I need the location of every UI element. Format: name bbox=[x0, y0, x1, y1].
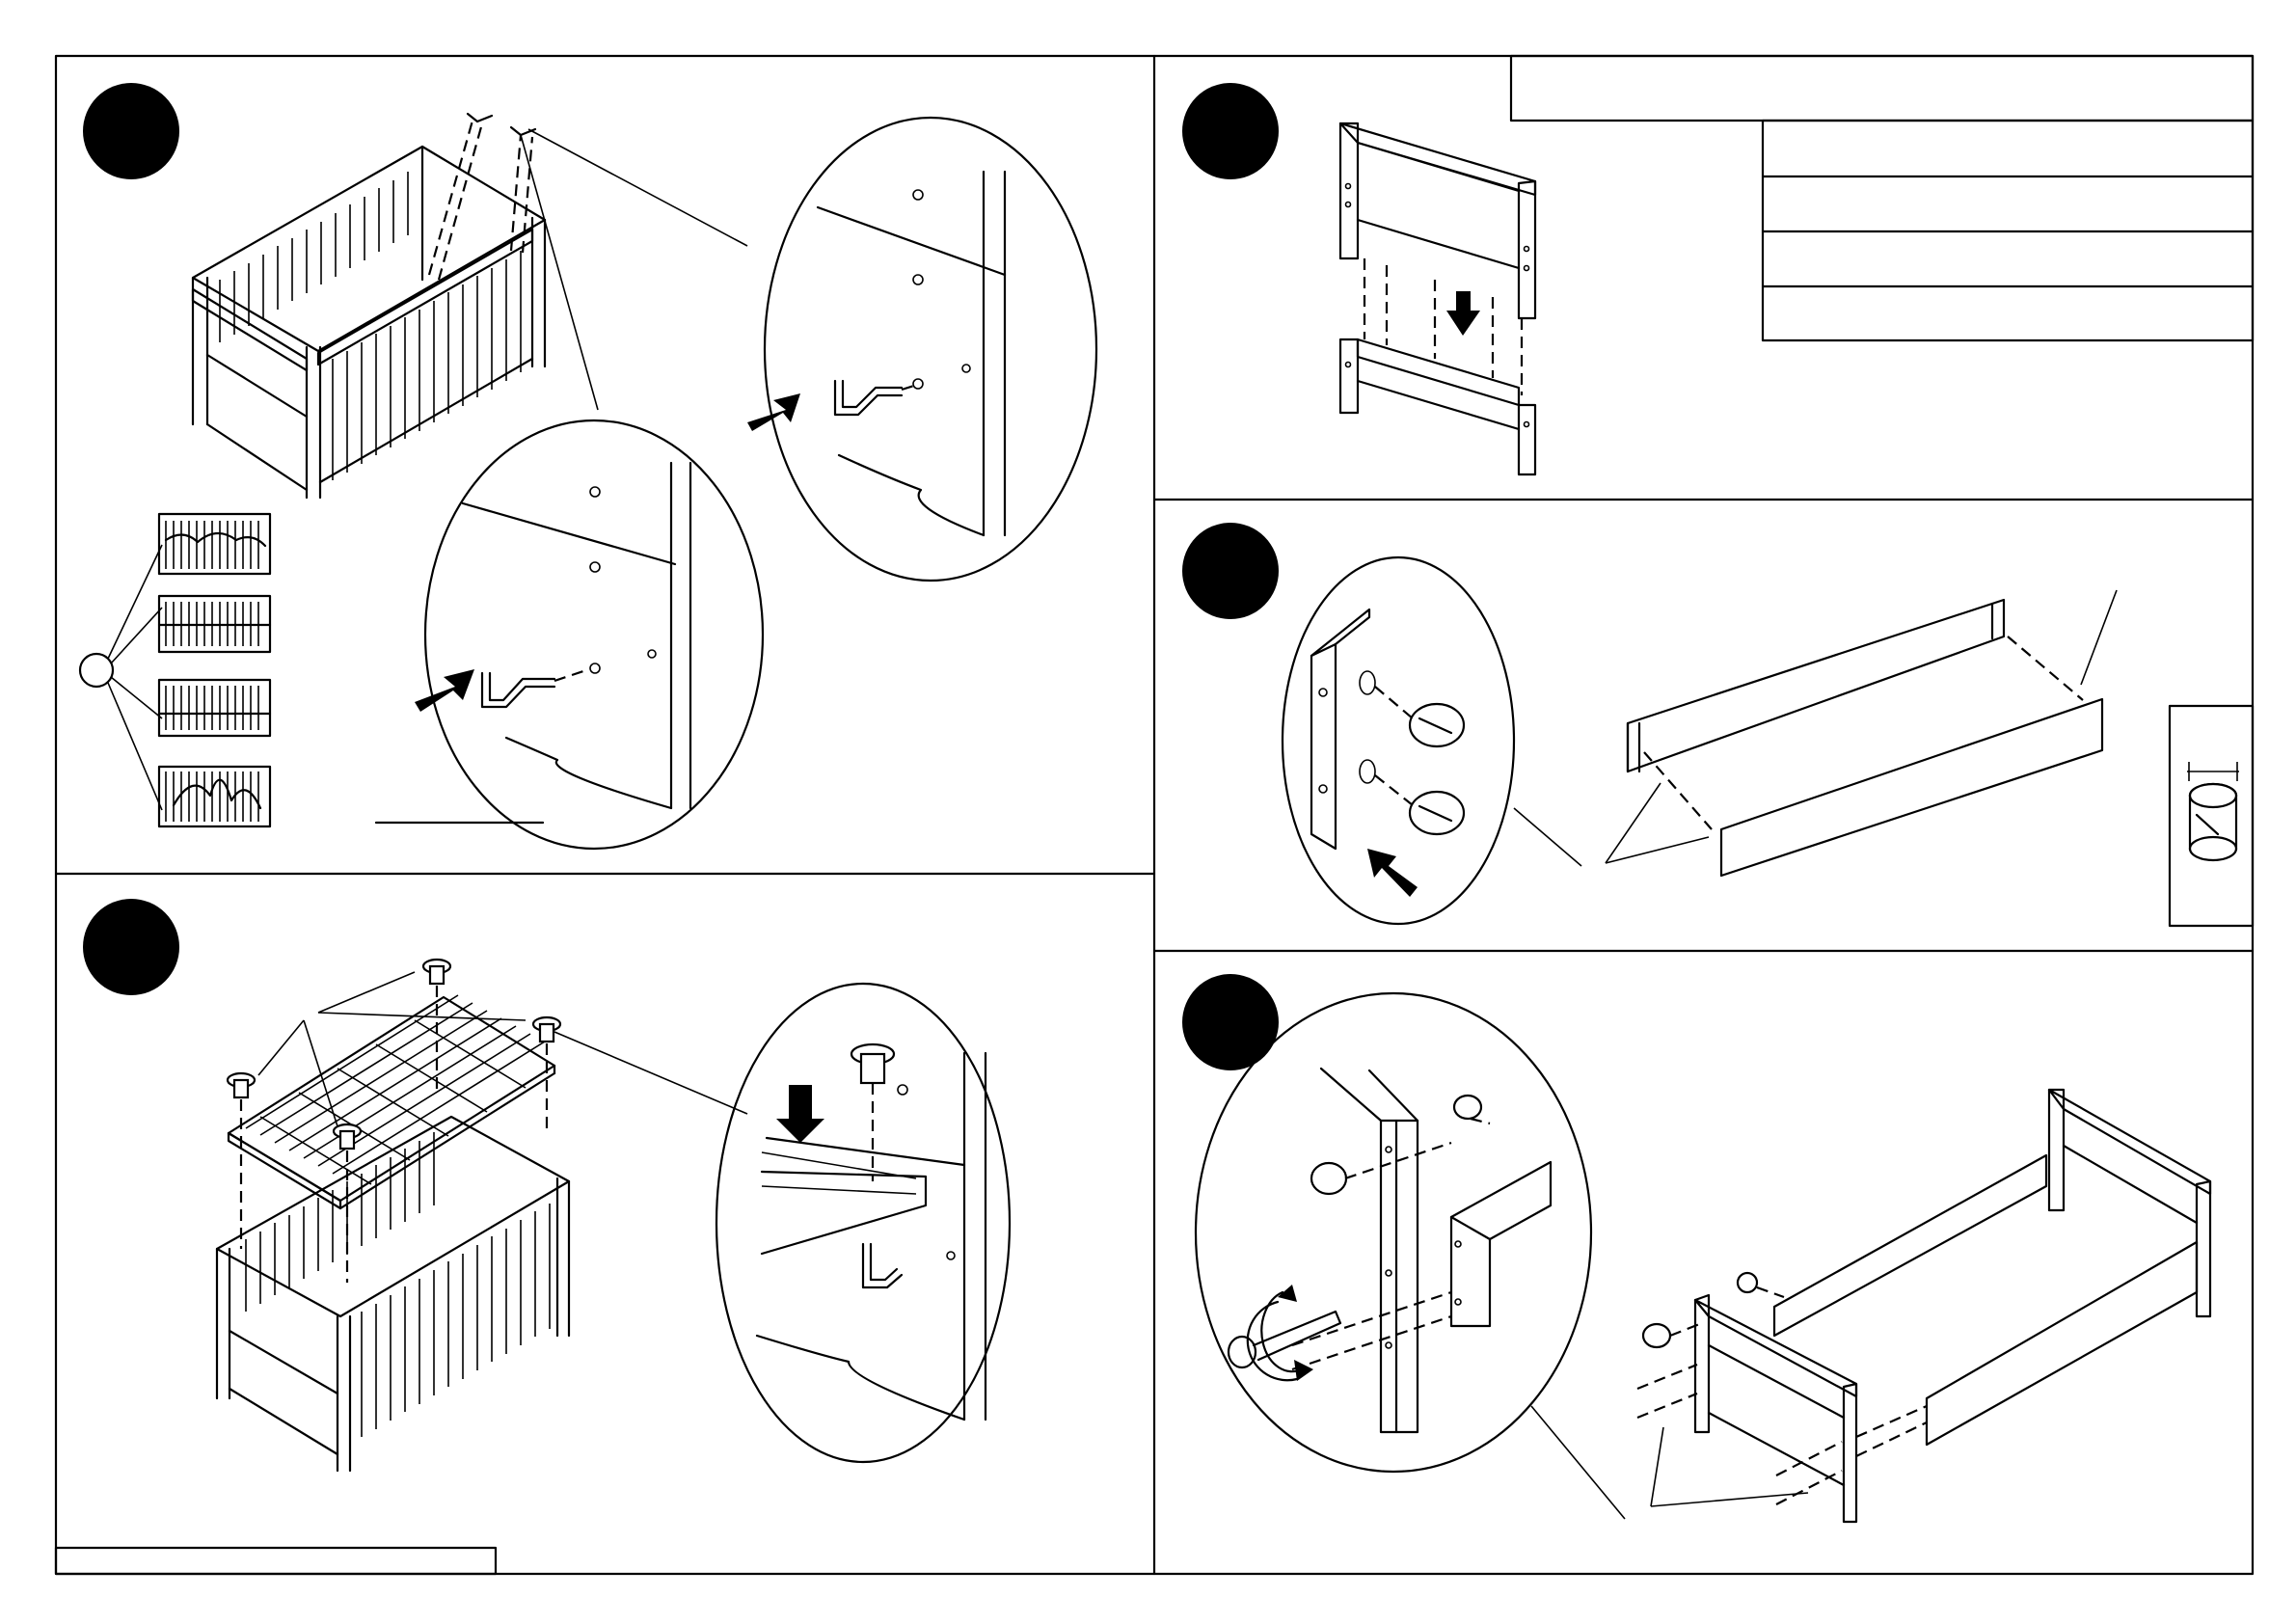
crib-front-slats bbox=[320, 251, 532, 482]
step-2-crib-illustration bbox=[217, 960, 747, 1471]
magnifier-circle-icon bbox=[1283, 557, 1514, 924]
magnifier-circle-icon bbox=[1196, 993, 1591, 1472]
step-number-circle-icon bbox=[1182, 83, 1279, 179]
step-5-bed-illustration bbox=[1637, 1090, 2210, 1522]
step-number-circle-icon bbox=[83, 83, 179, 179]
direction-arrow-icon bbox=[1367, 849, 1418, 897]
step-number-circle-icon bbox=[83, 899, 179, 995]
panel-grid bbox=[56, 56, 2253, 1574]
footer-box bbox=[56, 1548, 496, 1574]
height-options-node-icon bbox=[80, 545, 162, 810]
cam-lock-fitting-icon bbox=[228, 960, 560, 1149]
height-option-position-1 bbox=[159, 514, 270, 574]
direction-arrow-icon bbox=[776, 1085, 824, 1143]
step-3-headboard-illustration bbox=[1340, 123, 1535, 474]
height-option-position-4 bbox=[159, 767, 270, 826]
magnifier-circle-icon bbox=[376, 420, 763, 849]
header-box bbox=[1511, 56, 2253, 121]
rotate-arrow-icon bbox=[1248, 1302, 1297, 1380]
direction-arrow-icon bbox=[1446, 291, 1480, 336]
cam-lock-fitting-icon bbox=[1410, 704, 1464, 834]
magnifier-circle-icon bbox=[716, 984, 1010, 1462]
parts-table bbox=[1763, 121, 2253, 340]
cam-lock-fitting-icon bbox=[2170, 706, 2253, 926]
height-option-position-2 bbox=[159, 596, 270, 652]
step-number-circle-icon bbox=[1182, 523, 1279, 619]
direction-arrow-icon bbox=[415, 669, 474, 712]
magnifier-circle-icon bbox=[765, 118, 1096, 581]
step-number-circle-icon bbox=[1182, 974, 1279, 1070]
step-4-rails-illustration bbox=[1606, 590, 2117, 876]
height-option-position-3 bbox=[159, 680, 270, 736]
